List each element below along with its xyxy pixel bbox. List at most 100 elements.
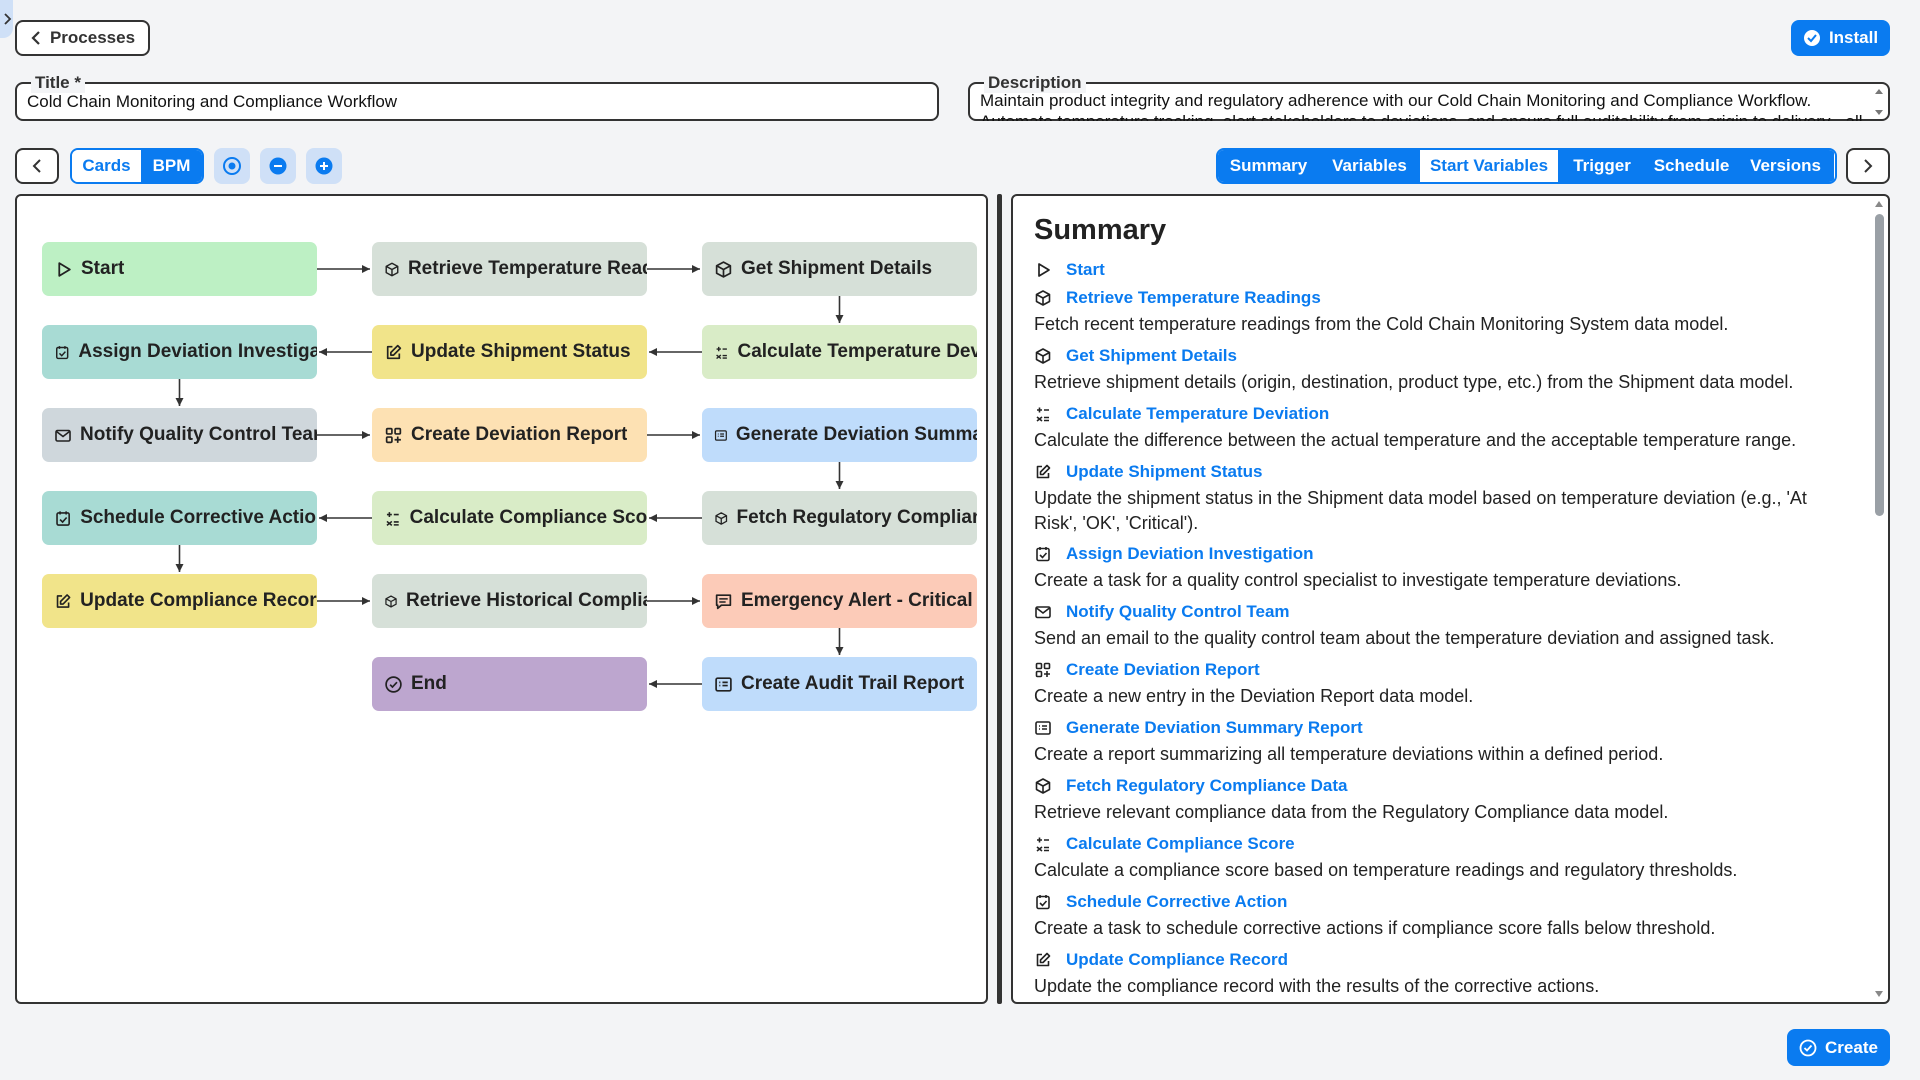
tab-variables[interactable]: Variables	[1319, 150, 1420, 182]
back-to-processes-button[interactable]: Processes	[15, 20, 150, 56]
edit-icon	[1036, 464, 1051, 479]
center-view-button[interactable]	[214, 148, 250, 184]
summary-step-link[interactable]: Assign Deviation Investigation	[1066, 544, 1314, 563]
summary-step-description: Create a task to schedule corrective act…	[1034, 918, 1716, 938]
description-field-value[interactable]: Maintain product integrity and regulator…	[980, 91, 1863, 121]
flow-arrowhead	[692, 597, 700, 605]
summary-step-description: Create a new entry in the Deviation Repo…	[1034, 686, 1474, 706]
summary-step-link[interactable]: Update Shipment Status	[1066, 462, 1263, 481]
flow-node-label: Fetch Regulatory Compliance Data	[736, 507, 977, 528]
create-label: Create	[1825, 1037, 1878, 1057]
target-icon	[223, 157, 241, 175]
flow-node-retrieve-historical-compliance-data[interactable]: Retrieve Historical Compliance Data	[372, 574, 647, 628]
flow-arrowhead	[649, 348, 657, 356]
flow-node-update-shipment-status[interactable]: Update Shipment Status	[372, 325, 647, 379]
summary-step-link[interactable]: Retrieve Temperature Readings	[1066, 288, 1321, 307]
cube-icon	[715, 260, 732, 278]
cards-view-button[interactable]: Cards	[72, 150, 141, 182]
summary-step-link[interactable]: Calculate Temperature Deviation	[1066, 404, 1330, 423]
summary-step-link[interactable]: Create Deviation Report	[1066, 660, 1260, 679]
flow-node-calculate-temperature-deviation[interactable]: Calculate Temperature Deviation	[702, 325, 977, 379]
flow-arrowhead	[362, 597, 370, 605]
flow-arrowhead	[175, 398, 184, 406]
title-field[interactable]: Title * Cold Chain Monitoring and Compli…	[15, 73, 939, 121]
flow-node-label: Create Audit Trail Report	[741, 673, 965, 694]
flow-node-create-audit-trail-report[interactable]: Create Audit Trail Report	[702, 657, 977, 711]
cube-icon	[385, 594, 397, 608]
summary-step-link[interactable]: Start	[1066, 260, 1105, 279]
flow-node-get-shipment-details[interactable]: Get Shipment Details	[702, 242, 977, 296]
flow-node-fetch-regulatory-compliance-data[interactable]: Fetch Regulatory Compliance Data	[702, 491, 977, 545]
calculator-icon	[716, 346, 727, 359]
flow-arrowhead	[362, 265, 370, 273]
sidebar-expand-toggle[interactable]	[0, 0, 13, 38]
textarea-scroll-arrows[interactable]	[1874, 88, 1884, 116]
flow-node-generate-deviation-summary-report[interactable]: Generate Deviation Summary Report	[702, 408, 977, 462]
scroll-up-arrow[interactable]	[1874, 200, 1884, 208]
summary-step-link[interactable]: Fetch Regulatory Compliance Data	[1066, 776, 1348, 795]
tab-schedule[interactable]: Schedule	[1646, 150, 1737, 182]
flow-node-start[interactable]: Start	[42, 242, 317, 296]
zoom-in-button[interactable]	[306, 148, 342, 184]
summary-step-link[interactable]: Calculate Compliance Score	[1066, 834, 1295, 853]
chevron-left-icon	[31, 31, 40, 45]
chevron-left-icon	[32, 159, 41, 173]
summary-step-link[interactable]: Schedule Corrective Action	[1066, 892, 1288, 911]
summary-step-description: Create a task for a quality control spec…	[1034, 570, 1682, 590]
cube-icon	[1035, 778, 1051, 794]
flow-node-retrieve-temperature-readings[interactable]: Retrieve Temperature Readings	[372, 242, 647, 296]
sms-icon	[715, 593, 732, 609]
check-circle-icon	[1803, 30, 1820, 46]
cube-icon	[715, 511, 728, 525]
tab-versions[interactable]: Versions	[1737, 150, 1834, 182]
title-field-label: Title *	[31, 73, 85, 93]
grid-add-icon	[1035, 662, 1051, 678]
zoom-out-button[interactable]	[260, 148, 296, 184]
flow-node-label: Get Shipment Details	[741, 258, 933, 279]
calculator-icon	[386, 511, 399, 526]
task-icon	[56, 510, 70, 526]
title-field-value[interactable]: Cold Chain Monitoring and Compliance Wor…	[27, 92, 398, 111]
summary-step-link[interactable]: Generate Deviation Summary Report	[1066, 718, 1363, 737]
tab-trigger[interactable]: Trigger	[1558, 150, 1646, 182]
description-field[interactable]: Description Maintain product integrity a…	[968, 73, 1890, 121]
install-button[interactable]: Install	[1791, 20, 1890, 56]
flow-node-label: Notify Quality Control Team	[80, 424, 317, 445]
summary-step-description: Calculate the difference between the act…	[1034, 430, 1797, 450]
collapse-left-button[interactable]	[15, 148, 59, 184]
tab-summary[interactable]: Summary	[1218, 150, 1319, 182]
scroll-down-arrow[interactable]	[1874, 990, 1884, 998]
bpm-view-button[interactable]: BPM	[140, 150, 202, 182]
flow-node-assign-deviation-investigation[interactable]: Assign Deviation Investigation	[42, 325, 317, 379]
tab-start-variables[interactable]: Start Variables	[1420, 150, 1558, 182]
summary-scrollbar[interactable]	[1875, 214, 1884, 516]
flow-node-calculate-compliance-score[interactable]: Calculate Compliance Score	[372, 491, 647, 545]
flow-node-end[interactable]: End	[372, 657, 647, 711]
flow-edges	[175, 265, 844, 688]
flow-node-emergency-alert-critical[interactable]: Emergency Alert - Critical	[702, 574, 977, 628]
summary-step-link[interactable]: Notify Quality Control Team	[1066, 602, 1290, 621]
panel-resize-handle[interactable]	[997, 194, 1002, 1004]
bpm-canvas[interactable]: Start Retrieve Temperature Readings Get Sh…	[15, 194, 988, 1004]
collapse-right-button[interactable]	[1846, 148, 1890, 184]
summary-step-description: Create a report summarizing all temperat…	[1034, 744, 1664, 764]
flow-node-label: Retrieve Historical Compliance Data	[406, 590, 647, 611]
summary-step-description: Retrieve shipment details (origin, desti…	[1034, 372, 1794, 392]
view-toggle[interactable]: Cards BPM	[70, 148, 204, 184]
summary-step-link[interactable]: Update Compliance Record	[1066, 950, 1288, 969]
flow-arrowhead	[835, 647, 844, 655]
flow-arrowhead	[835, 481, 844, 489]
flow-node-schedule-corrective-action[interactable]: Schedule Corrective Action	[42, 491, 317, 545]
flow-node-create-deviation-report[interactable]: Create Deviation Report	[372, 408, 647, 462]
summary-step-link[interactable]: Get Shipment Details	[1066, 346, 1237, 365]
flow-node-update-compliance-record[interactable]: Update Compliance Record	[42, 574, 317, 628]
flow-node-notify-quality-control-team[interactable]: Notify Quality Control Team	[42, 408, 317, 462]
create-button[interactable]: Create	[1787, 1029, 1890, 1066]
